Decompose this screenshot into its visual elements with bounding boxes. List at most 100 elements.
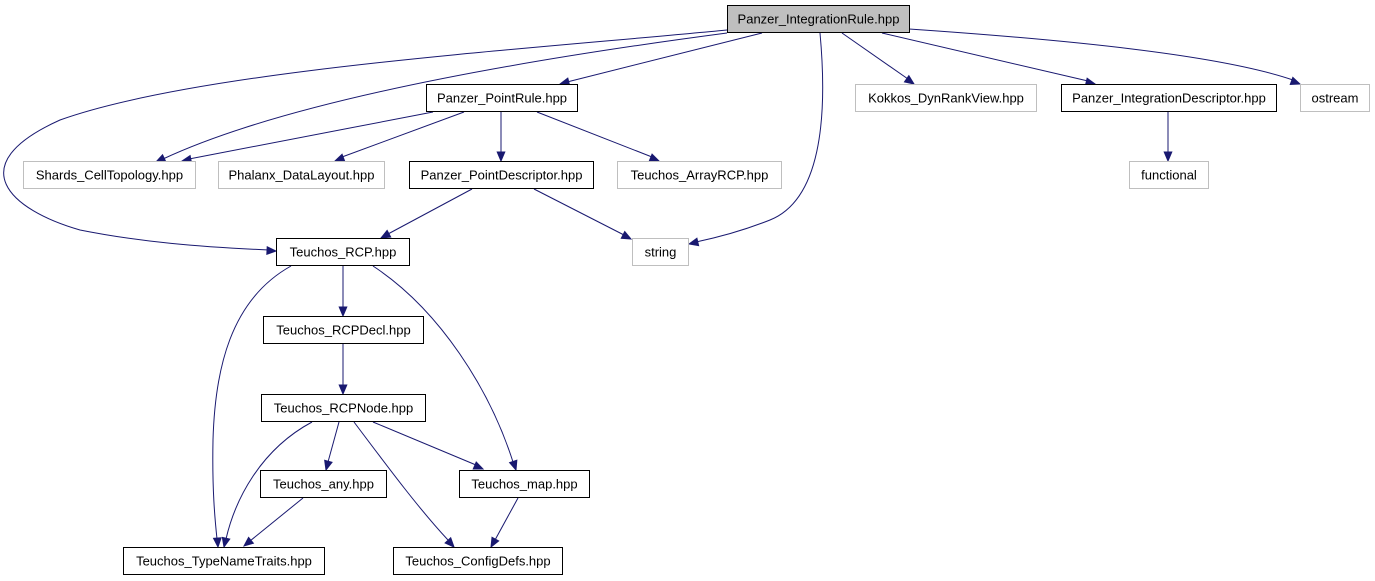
edge-arrowhead — [496, 151, 506, 163]
node-label: Teuchos_RCPDecl.hpp — [276, 323, 410, 338]
node-label: string — [645, 245, 677, 260]
node-label: ostream — [1312, 91, 1359, 106]
node-rcpn[interactable]: Teuchos_RCPNode.hpp — [261, 394, 426, 422]
node-kk: Kokkos_DynRankView.hpp — [855, 84, 1037, 112]
node-label: Teuchos_any.hpp — [273, 477, 374, 492]
edge-line — [566, 32, 763, 83]
node-label: functional — [1141, 168, 1197, 183]
edge-line — [188, 111, 434, 160]
node-label: Panzer_PointRule.hpp — [437, 91, 567, 106]
edge-arrowhead — [620, 230, 633, 240]
node-pid[interactable]: Panzer_IntegrationDescriptor.hpp — [1061, 84, 1277, 112]
edge-line — [533, 188, 625, 236]
node-label: Shards_CellTopology.hpp — [36, 168, 183, 183]
edge-arrowhead — [444, 536, 455, 548]
node-label: Panzer_IntegrationDescriptor.hpp — [1072, 91, 1266, 106]
edge-root-to-ost — [908, 28, 1302, 86]
node-label: Teuchos_map.hpp — [471, 477, 577, 492]
node-label: Teuchos_ArrayRCP.hpp — [631, 168, 769, 183]
edge-line — [353, 421, 449, 541]
edge-arrowhead — [324, 459, 333, 472]
node-box — [426, 84, 578, 112]
node-box — [1061, 84, 1277, 112]
edge-line — [372, 265, 514, 463]
edge-pr-to-ppd — [496, 112, 506, 163]
node-phx: Phalanx_DataLayout.hpp — [218, 161, 385, 189]
node-arcp: Teuchos_ArrayRCP.hpp — [617, 161, 782, 189]
edge-arrowhead — [333, 153, 346, 162]
node-box — [617, 161, 782, 189]
edge-rcpn-to-any — [324, 421, 340, 472]
edge-rcp-to-map — [372, 265, 518, 472]
edge-arrowhead — [1289, 76, 1302, 86]
node-box — [261, 394, 426, 422]
node-rcpd[interactable]: Teuchos_RCPDecl.hpp — [263, 316, 424, 344]
edge-root-to-str — [687, 32, 824, 247]
edge-ppd-to-rcp — [379, 188, 473, 239]
edge-arrowhead — [154, 153, 167, 163]
edge-line — [387, 188, 473, 235]
node-box — [409, 161, 594, 189]
edge-arrowhead — [212, 537, 222, 549]
edge-root-to-rcp — [3, 29, 728, 256]
node-pr[interactable]: Panzer_PointRule.hpp — [426, 84, 578, 112]
edge-ppd-to-str — [533, 188, 633, 240]
edge-root-to-pid — [881, 32, 1097, 87]
edge-arrowhead — [243, 536, 255, 547]
node-map[interactable]: Teuchos_map.hpp — [459, 470, 590, 498]
edge-line — [341, 111, 465, 158]
node-label: Phalanx_DataLayout.hpp — [228, 168, 374, 183]
edge-line — [494, 497, 519, 541]
node-label: Teuchos_RCPNode.hpp — [274, 401, 413, 416]
edge-arrowhead — [1163, 151, 1173, 163]
node-cfg[interactable]: Teuchos_ConfigDefs.hpp — [393, 547, 563, 575]
edge-rcp-to-tnt — [212, 265, 292, 549]
node-box — [260, 470, 387, 498]
node-label: Teuchos_RCP.hpp — [290, 245, 397, 260]
edge-root-to-pr — [558, 32, 763, 87]
edge-line — [372, 421, 477, 466]
nodes-layer: Panzer_IntegrationRule.hppPanzer_PointRu… — [23, 5, 1370, 575]
edge-line — [249, 497, 304, 542]
node-box — [459, 470, 590, 498]
edge-arrowhead — [687, 237, 700, 247]
edge-line — [536, 111, 653, 158]
edge-arrowhead — [266, 245, 278, 256]
node-any[interactable]: Teuchos_any.hpp — [260, 470, 387, 498]
edge-rcpn-to-tnt — [221, 421, 313, 549]
node-rcp[interactable]: Teuchos_RCP.hpp — [276, 238, 410, 266]
node-box — [276, 238, 410, 266]
node-box — [218, 161, 385, 189]
edge-line — [841, 32, 909, 80]
node-box — [1300, 84, 1370, 112]
edge-line — [908, 28, 1294, 81]
edge-arrowhead — [338, 306, 348, 318]
edge-arrowhead — [648, 153, 661, 162]
edge-line — [881, 32, 1089, 82]
edge-line — [695, 32, 824, 243]
node-shards: Shards_CellTopology.hpp — [23, 161, 196, 189]
node-ost: ostream — [1300, 84, 1370, 112]
node-label: Teuchos_ConfigDefs.hpp — [405, 554, 550, 569]
edge-rcpn-to-cfg — [353, 421, 455, 548]
node-ppd[interactable]: Panzer_PointDescriptor.hpp — [409, 161, 594, 189]
node-label: Teuchos_TypeNameTraits.hpp — [136, 554, 312, 569]
edge-arrowhead — [472, 461, 485, 470]
edges-layer — [3, 28, 1302, 549]
edge-line — [327, 421, 340, 463]
edge-arrowhead — [379, 229, 392, 239]
edge-line — [162, 32, 728, 160]
edge-rcpn-to-map — [372, 421, 485, 470]
node-box — [855, 84, 1037, 112]
node-label: Panzer_PointDescriptor.hpp — [421, 168, 583, 183]
node-tnt[interactable]: Teuchos_TypeNameTraits.hpp — [123, 547, 325, 575]
edge-line — [212, 265, 292, 540]
edge-rcp-to-rcpd — [338, 266, 348, 318]
edge-line — [225, 421, 313, 540]
edge-pr-to-phx — [333, 111, 465, 162]
node-root: Panzer_IntegrationRule.hpp — [727, 5, 910, 33]
node-box — [393, 547, 563, 575]
node-box — [1129, 161, 1209, 189]
edge-map-to-cfg — [490, 497, 519, 549]
